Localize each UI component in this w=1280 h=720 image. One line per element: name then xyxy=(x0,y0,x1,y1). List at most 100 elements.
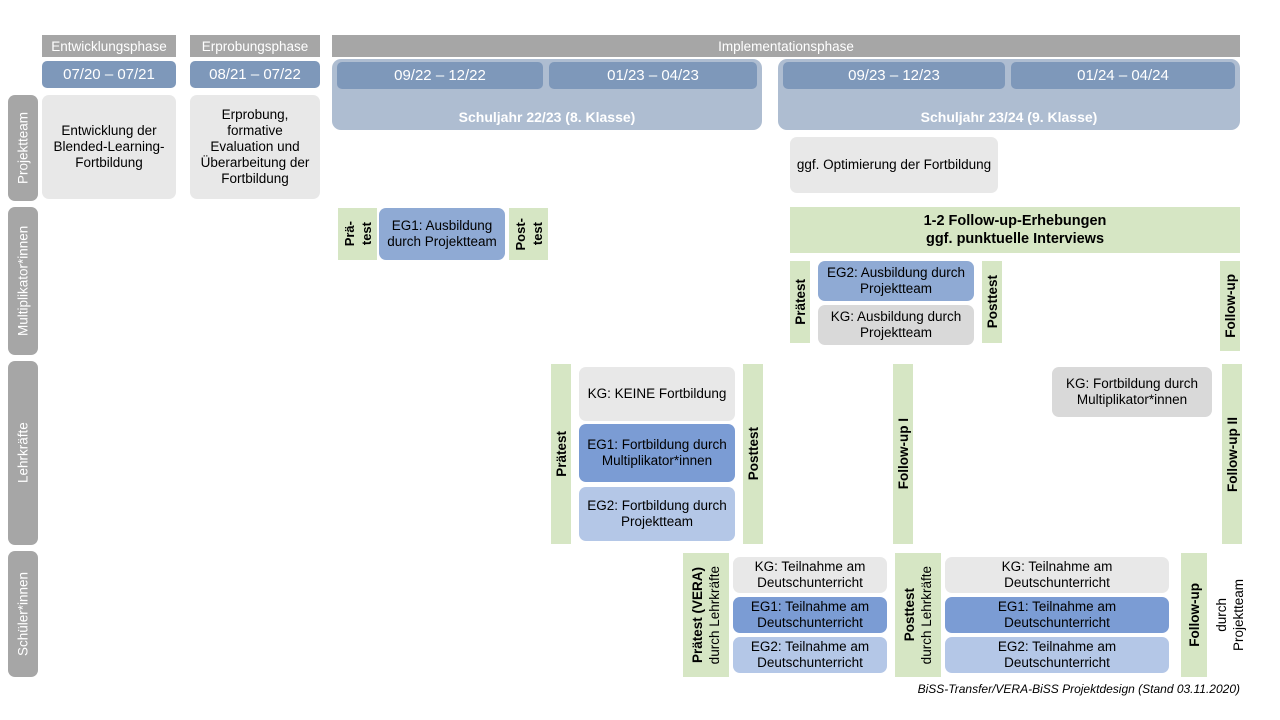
box-text: EG1: Ausbildung durch Projektteam xyxy=(387,218,497,249)
box-text: KG: Teilnahme am Deutschunterricht xyxy=(754,559,866,590)
schueler-mid-eg1-box: EG1: Teilnahme am Deutschunterricht xyxy=(733,597,887,633)
school-year-label: Schuljahr 23/24 (9. Klasse) xyxy=(920,109,1098,125)
phase-label: Entwicklungsphase xyxy=(51,38,167,54)
praetest-label: Prätest xyxy=(792,279,808,325)
multiplikator-praetest-column: Prä- test xyxy=(338,208,377,260)
date-chip-label: 07/20 – 07/21 xyxy=(63,66,155,83)
praetest-line-1: Prä- xyxy=(341,221,357,247)
phase-header-implementationsphase: Implementationsphase xyxy=(332,35,1240,57)
lehrkraefte-followup1-column: Follow-up I xyxy=(893,364,913,544)
date-chip-p4: 01/24 – 04/24 xyxy=(1011,62,1235,89)
date-chip-label: 01/23 – 04/23 xyxy=(607,67,699,84)
schueler-mid-kg-box: KG: Teilnahme am Deutschunterricht xyxy=(733,557,887,593)
box-text: EG2: Ausbildung durch Projektteam xyxy=(826,265,966,296)
footer-caption: BiSS-Transfer/VERA-BiSS Projektdesign (S… xyxy=(840,682,1240,696)
row-label-text: Multiplikator*innen xyxy=(15,225,31,337)
posttest-line-2: test xyxy=(529,222,545,246)
box-text: EG2: Teilnahme am Deutschunterricht xyxy=(750,639,870,670)
projektteam-entwicklung-box: Entwicklung der Blended-Learning-Fortbil… xyxy=(42,95,176,199)
posttest-label: Posttest xyxy=(745,427,761,481)
row-label-text: Schüler*innen xyxy=(15,571,31,657)
multiplikator-eg2-box: EG2: Ausbildung durch Projektteam xyxy=(818,261,974,301)
followup1-label: Follow-up I xyxy=(895,418,911,490)
multiplikator-praetest2-column: Prätest xyxy=(790,261,810,343)
posttest-vertical-stack: Post- test xyxy=(513,208,545,260)
projektteam-erprobung-box: Erprobung, formative Evaluation und Über… xyxy=(190,95,320,199)
schueler-praetest-vera-column: Prätest (VERA) durch Lehrkräfte xyxy=(683,553,729,677)
lehrkraefte-kg-fortbildung-box: KG: Fortbildung durch Multiplikator*inne… xyxy=(1052,367,1212,417)
posttest-stack: Posttest durch Lehrkräfte xyxy=(902,553,934,677)
lehrkraefte-followup2-column: Follow-up II xyxy=(1222,364,1242,544)
date-chip-dev: 07/20 – 07/21 xyxy=(42,61,176,88)
box-text: KG: Teilnahme am Deutschunterricht xyxy=(1001,559,1113,590)
lehrkraefte-praetest-column: Prätest xyxy=(551,364,571,544)
box-text: KG: Fortbildung durch Multiplikator*inne… xyxy=(1065,376,1199,407)
schueler-right-kg-box: KG: Teilnahme am Deutschunterricht xyxy=(945,557,1169,593)
row-label-text: Projektteam xyxy=(15,111,31,185)
banner-line-2: ggf. punktuelle Interviews xyxy=(925,231,1105,247)
date-chip-trial: 08/21 – 07/22 xyxy=(190,61,320,88)
row-label-schueler: Schüler*innen xyxy=(8,551,38,677)
box-text: EG1: Teilnahme am Deutschunterricht xyxy=(997,599,1117,630)
box-text: EG2: Fortbildung durch Projektteam xyxy=(587,498,727,529)
posttest-bold: Posttest xyxy=(902,588,917,642)
followup-sub-1: durch xyxy=(1214,598,1229,632)
school-year-23-24-group: 09/23 – 12/23 01/24 – 04/24 Schuljahr 23… xyxy=(778,59,1240,130)
praetest-vertical-stack: Prä- test xyxy=(342,208,374,260)
multiplikator-posttest2-column: Posttest xyxy=(982,261,1002,343)
schueler-posttest-column: Posttest durch Lehrkräfte xyxy=(895,553,941,677)
followup-sub-2: Projektteam xyxy=(1231,578,1246,652)
row-label-text: Lehrkräfte xyxy=(15,422,31,484)
followup-erhebungen-banner: 1-2 Follow-up-Erhebungen ggf. punktuelle… xyxy=(790,207,1240,253)
posttest-sub: durch Lehrkräfte xyxy=(919,565,934,665)
date-chip-label: 01/24 – 04/24 xyxy=(1077,67,1169,84)
box-text: KG: KEINE Fortbildung xyxy=(587,386,727,402)
row-label-multiplikator: Multiplikator*innen xyxy=(8,207,38,355)
date-chip-label: 08/21 – 07/22 xyxy=(209,66,301,83)
box-text: EG1: Fortbildung durch Multiplikator*inn… xyxy=(587,437,727,468)
followup-bold-label: Follow-up xyxy=(1186,583,1202,647)
praetest-label: Prätest xyxy=(553,431,569,477)
phase-header-entwicklungsphase: Entwicklungsphase xyxy=(42,35,176,57)
banner-line-1: 1-2 Follow-up-Erhebungen xyxy=(923,212,1107,229)
multiplikator-followup-column: Follow-up xyxy=(1220,261,1240,351)
date-chip-label: 09/23 – 12/23 xyxy=(848,67,940,84)
posttest-label: Posttest xyxy=(984,275,1000,329)
box-text: Entwicklung der Blended-Learning-Fortbil… xyxy=(53,123,165,170)
box-text: KG: Ausbildung durch Projektteam xyxy=(830,309,962,340)
box-text: Erprobung, formative Evaluation und Über… xyxy=(200,107,310,186)
followup-label: Follow-up xyxy=(1222,274,1238,338)
date-chip-label: 09/22 – 12/22 xyxy=(394,67,486,84)
multiplikator-kg-box: KG: Ausbildung durch Projektteam xyxy=(818,305,974,345)
posttest-line-1: Post- xyxy=(512,217,528,251)
followup-sub-stack: durch Projektteam xyxy=(1214,553,1246,677)
date-chip-p2: 01/23 – 04/23 xyxy=(549,62,757,89)
multiplikator-eg1-box: EG1: Ausbildung durch Projektteam xyxy=(379,208,505,260)
row-label-lehrkraefte: Lehrkräfte xyxy=(8,361,38,545)
multiplikator-posttest-column: Post- test xyxy=(509,208,548,260)
school-year-22-23-group: 09/22 – 12/22 01/23 – 04/23 Schuljahr 22… xyxy=(332,59,762,130)
phase-label: Erprobungsphase xyxy=(201,38,309,54)
schueler-followup-column: Follow-up xyxy=(1181,553,1207,677)
lehrkraefte-eg1-box: EG1: Fortbildung durch Multiplikator*inn… xyxy=(579,424,735,482)
lehrkraefte-kg-keine-box: KG: KEINE Fortbildung xyxy=(579,367,735,421)
praetest-line-2: test xyxy=(358,222,374,246)
schueler-mid-eg2-box: EG2: Teilnahme am Deutschunterricht xyxy=(733,637,887,673)
date-chip-p1: 09/22 – 12/22 xyxy=(337,62,543,89)
schueler-right-eg2-box: EG2: Teilnahme am Deutschunterricht xyxy=(945,637,1169,673)
projektteam-optimierung-box: ggf. Optimierung der Fortbildung xyxy=(790,137,998,193)
schueler-right-eg1-box: EG1: Teilnahme am Deutschunterricht xyxy=(945,597,1169,633)
lehrkraefte-eg2-box: EG2: Fortbildung durch Projektteam xyxy=(579,487,735,541)
box-text: ggf. Optimierung der Fortbildung xyxy=(796,157,992,173)
lehrkraefte-posttest-column: Posttest xyxy=(743,364,763,544)
praetest-vera-stack: Prätest (VERA) durch Lehrkräfte xyxy=(690,553,722,677)
box-text: EG2: Teilnahme am Deutschunterricht xyxy=(997,639,1117,670)
footer-text: BiSS-Transfer/VERA-BiSS Projektdesign (S… xyxy=(917,682,1240,696)
schueler-followup-sub-column: durch Projektteam xyxy=(1207,553,1253,677)
phase-header-erprobungsphase: Erprobungsphase xyxy=(190,35,320,57)
phase-label: Implementationsphase xyxy=(718,38,854,54)
box-text: EG1: Teilnahme am Deutschunterricht xyxy=(750,599,870,630)
school-year-label: Schuljahr 22/23 (8. Klasse) xyxy=(458,109,636,125)
followup2-label: Follow-up II xyxy=(1224,416,1240,492)
